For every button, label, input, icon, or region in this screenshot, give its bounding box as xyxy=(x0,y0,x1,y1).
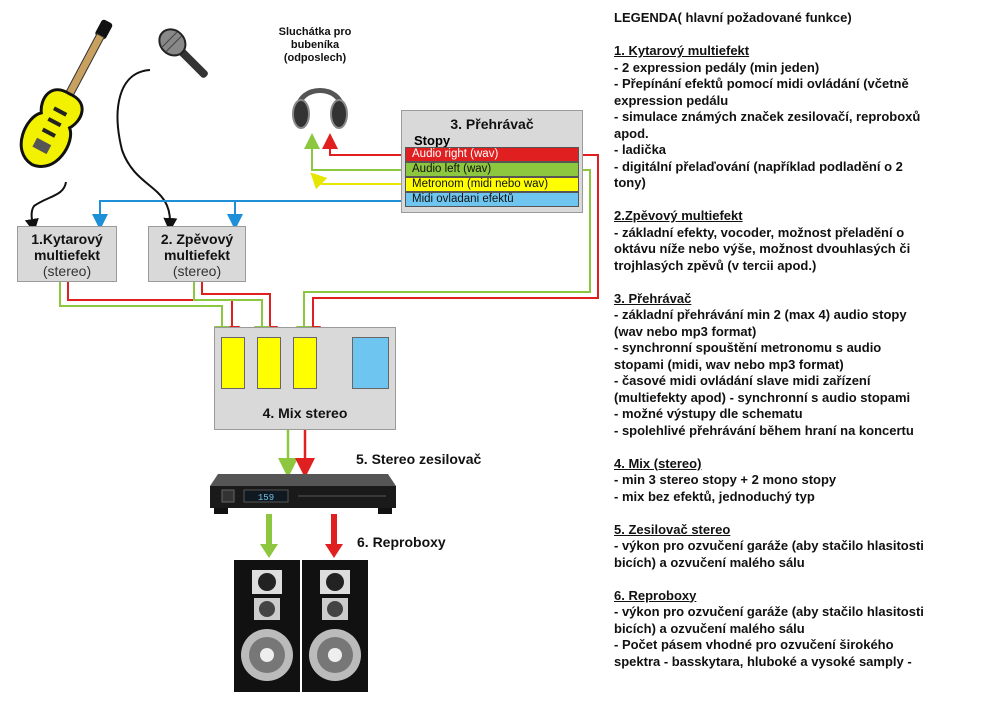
legend-line: - Přepínání efektů pomocí midi ovládání … xyxy=(614,76,909,91)
legend-line: tony) xyxy=(614,175,646,190)
amp-to-left-speaker-head xyxy=(260,544,278,558)
headphones-label-line: Sluchátka pro xyxy=(278,26,352,38)
amp-to-right-speaker-head xyxy=(325,544,343,558)
legend-line: (wav nebo mp3 format) xyxy=(614,323,757,339)
speaker-right-icon xyxy=(302,560,368,692)
guitar-fx-red xyxy=(67,282,240,342)
guitar-icon xyxy=(19,19,113,168)
guitar-fx-title: 1.Kytarový xyxy=(31,231,103,247)
track-midi-control: Midi ovladani efektů xyxy=(405,192,579,207)
vocal-fx-sub: (stereo) xyxy=(172,263,222,279)
legend-line: expression pedálu xyxy=(614,92,729,108)
legend-line: - digitální přelaďování (například podla… xyxy=(614,158,903,174)
legend-line: (multiefekty apod) - synchronní s audio … xyxy=(614,389,911,405)
legend-line: - mix bez efektů, jednoduchý typ xyxy=(614,488,815,504)
legend-heading: 2.Zpěvový multiefekt xyxy=(614,208,743,223)
legend-section: 4. Mix (stereo)- min 3 stereo stopy + 2 … xyxy=(614,456,994,506)
midi-control-line xyxy=(92,200,405,230)
audio-left-to-mix xyxy=(296,169,591,342)
legend-line: - možné výstupy dle schematu xyxy=(614,406,803,421)
legend-heading: 6. Reproboxy xyxy=(614,587,697,603)
legend-section: 5. Zesilovač stereo- výkon pro ozvučení … xyxy=(614,522,994,572)
amp-label: 5. Stereo zesilovač xyxy=(356,451,482,467)
legend-line: - simulace známých značek zesilovačí, re… xyxy=(614,109,921,124)
legend-line: oktávu níže nebo výše, možnost dvouhlasý… xyxy=(614,241,911,256)
guitar-cable xyxy=(24,181,67,233)
track-audio-right: Audio right (wav) xyxy=(405,147,579,162)
track-audio-left: Audio left (wav) xyxy=(405,162,579,177)
headphones-label-line: bubeníka xyxy=(290,39,340,51)
legend-section: 1. Kytarový multiefekt- 2 expression ped… xyxy=(614,43,994,192)
audio-right-to-mix xyxy=(305,154,599,342)
vocal-fx-green xyxy=(193,282,270,342)
legend-line: bicích) a ozvučení malého sálu xyxy=(614,554,805,570)
legend-title: LEGENDA( hlavní požadované funkce) xyxy=(614,10,852,25)
speaker-left-icon xyxy=(234,560,300,692)
legend-line: - výkon pro ozvučení garáže (aby stačilo… xyxy=(614,604,924,619)
legend-line: spektra - basskytara, hluboké a vysoké s… xyxy=(614,653,912,669)
legend-line: apod. xyxy=(614,125,649,141)
legend-heading: 3. Přehrávač xyxy=(614,290,692,306)
headphones-icon xyxy=(292,88,348,129)
legend: LEGENDA( hlavní požadované funkce) 1. Ky… xyxy=(614,10,994,670)
legend-line: - časové midi ovládání slave midi zaříze… xyxy=(614,373,871,388)
vocal-fx-title: multiefekt xyxy=(163,247,231,263)
legend-section: 6. Reproboxy- výkon pro ozvučení garáže … xyxy=(614,588,994,671)
amp-display: 159 xyxy=(258,493,274,503)
mix-channel-3 xyxy=(293,337,317,389)
mix-title: 4. Mix stereo xyxy=(262,405,348,421)
legend-line: - spolehlivé přehrávání během hraní na k… xyxy=(614,422,914,438)
tracks-label: Stopy xyxy=(414,133,451,148)
amplifier-icon: 159 xyxy=(210,474,396,514)
legend-line: - výkon pro ozvučení garáže (aby stačilo… xyxy=(614,538,924,553)
legend-line: - min 3 stereo stopy + 2 mono stopy xyxy=(614,472,837,487)
legend-line: - 2 expression pedály (min jeden) xyxy=(614,59,820,75)
legend-line: - Počet pásem vhodné pro ozvučení široké… xyxy=(614,637,894,652)
legend-heading: 5. Zesilovač stereo xyxy=(614,521,731,537)
legend-line: trojhlasých zpěvů (v tercii apod.) xyxy=(614,257,817,273)
legend-section: 2.Zpěvový multiefekt- základní efekty, v… xyxy=(614,208,994,274)
mix-channel-2 xyxy=(257,337,281,389)
player-title: 3. Přehrávač xyxy=(450,116,534,132)
microphone-icon xyxy=(158,28,208,78)
guitar-fx-title: multiefekt xyxy=(33,247,101,263)
headphones-label: Sluchátka pro bubeníka (odposlech) xyxy=(270,26,360,65)
legend-line: stopami (midi, wav nebo mp3 format) xyxy=(614,356,844,372)
legend-line: bicích) a ozvučení malého sálu xyxy=(614,620,805,636)
audio-right-to-headphones xyxy=(322,133,405,156)
mix-channel-4 xyxy=(352,337,389,389)
legend-heading: 4. Mix (stereo) xyxy=(614,455,702,471)
legend-sections: 1. Kytarový multiefekt- 2 expression ped… xyxy=(614,43,994,670)
headphones-label-line: (odposlech) xyxy=(283,52,347,64)
track-metronome: Metronom (midi nebo wav) xyxy=(405,177,579,192)
legend-heading: 1. Kytarový multiefekt xyxy=(614,43,750,58)
guitar-fx-box: 1.Kytarový multiefekt (stereo) xyxy=(17,226,117,282)
vocal-fx-box: 2. Zpěvový multiefekt (stereo) xyxy=(148,226,246,282)
legend-section: 3. Přehrávač- základní přehrávání min 2 … xyxy=(614,291,994,440)
legend-line: - základní efekty, vocoder, možnost přel… xyxy=(614,224,905,240)
guitar-fx-sub: (stereo) xyxy=(42,263,92,279)
guitar-fx-green xyxy=(59,282,230,342)
legend-line: - synchronní spouštění metronomu s audio xyxy=(614,340,882,355)
audio-left-to-headphones xyxy=(304,133,405,171)
legend-line: - ladička xyxy=(614,142,667,157)
metronome-to-headphones xyxy=(310,172,405,190)
mix-channel-1 xyxy=(221,337,245,389)
microphone-cable xyxy=(116,69,178,232)
vocal-fx-title: 2. Zpěvový xyxy=(160,231,234,247)
legend-line: - základní přehrávání min 2 (max 4) audi… xyxy=(614,307,907,322)
speakers-label: 6. Reproboxy xyxy=(357,534,446,550)
vocal-fx-red xyxy=(201,282,278,342)
